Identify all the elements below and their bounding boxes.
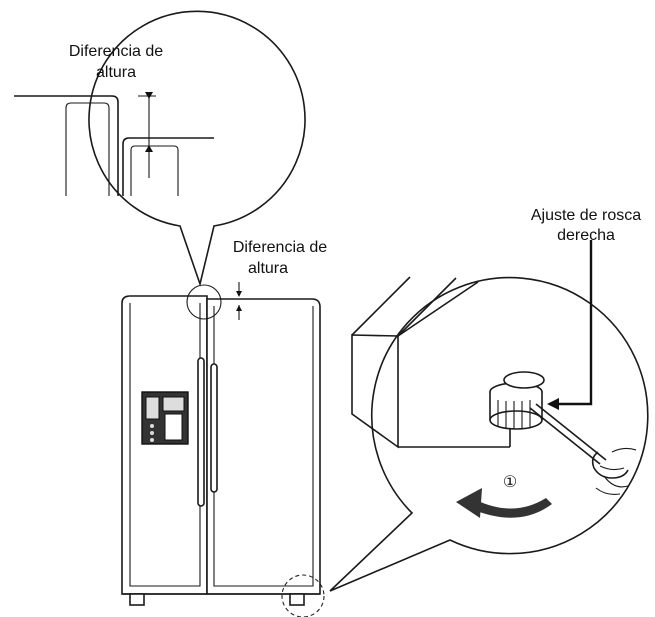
top-zoom-bubble: Diferencia de altura bbox=[14, 10, 306, 287]
screwdriver-icon bbox=[529, 403, 607, 465]
main-height-diff-label-line2: altura bbox=[248, 260, 288, 277]
right-door-corner-outer bbox=[122, 137, 214, 196]
rotation-arrowhead bbox=[456, 488, 482, 518]
right-door-handle bbox=[210, 363, 218, 493]
screw-adjust-label-line1: Ajuste de rosca bbox=[531, 207, 641, 224]
bottom-zoom-bubble: ① bbox=[329, 276, 649, 592]
refrigerator bbox=[121, 284, 325, 617]
screw-adjust-label-line2: derecha bbox=[557, 227, 615, 244]
bottom-zoom-callout-outline bbox=[329, 276, 649, 592]
height-diff-indicator: Diferencia de altura bbox=[233, 239, 327, 320]
top-zoom-callout-outline bbox=[88, 10, 306, 287]
leveling-screw bbox=[489, 371, 545, 430]
zoom-arrow-up-icon bbox=[145, 145, 153, 152]
left-door-corner-outer bbox=[111, 95, 119, 196]
zoom-arrow-down-icon bbox=[145, 92, 153, 99]
left-door bbox=[121, 295, 208, 595]
zoom-height-diff-label-line2: altura bbox=[96, 64, 136, 81]
right-door bbox=[206, 298, 321, 595]
height-arrow-down-icon bbox=[236, 291, 242, 297]
bottom-detail-marker-circle bbox=[281, 574, 325, 617]
screw-adjust-pointer: Ajuste de rosca derecha bbox=[531, 207, 641, 410]
top-zoom-door-detail bbox=[14, 92, 214, 196]
zoom-height-diff-label-line1: Diferencia de bbox=[69, 43, 163, 60]
main-height-diff-label-line1: Diferencia de bbox=[233, 239, 327, 256]
left-door-handle bbox=[197, 357, 205, 507]
step-number: ① bbox=[503, 474, 517, 491]
right-door-inner-frame bbox=[130, 145, 179, 196]
left-foot bbox=[129, 593, 145, 606]
pointer-arrow-icon bbox=[547, 398, 559, 410]
right-foot bbox=[289, 593, 305, 606]
height-arrow-up-icon bbox=[236, 305, 242, 311]
water-dispenser bbox=[141, 391, 189, 445]
hand-icon bbox=[591, 447, 637, 495]
left-door-inner-frame bbox=[65, 102, 110, 196]
curved-arrow-left-icon bbox=[474, 498, 552, 518]
top-detail-marker-circle bbox=[186, 284, 222, 320]
